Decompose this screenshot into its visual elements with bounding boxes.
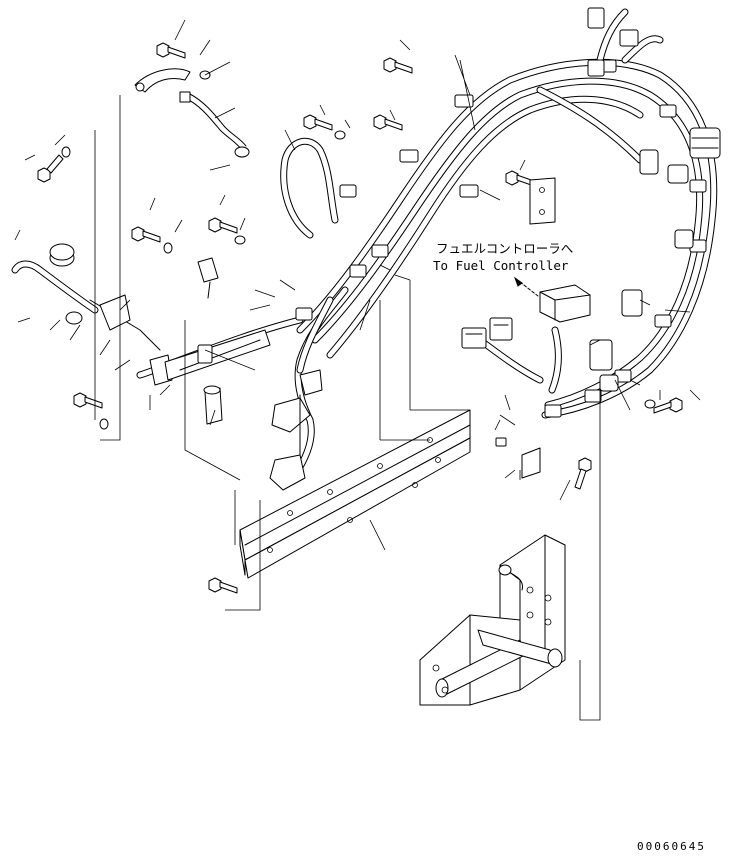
clamp xyxy=(371,244,389,258)
clamp xyxy=(544,404,562,418)
clamp xyxy=(454,94,474,108)
annotation: フュエルコントローラへ To Fuel Controller xyxy=(433,241,573,273)
relay-connectors xyxy=(461,317,513,349)
small-plate xyxy=(529,177,556,225)
washer xyxy=(234,235,246,245)
clamp xyxy=(349,264,367,278)
callout-english: To Fuel Controller xyxy=(433,258,569,273)
bolt xyxy=(208,577,238,594)
bolt xyxy=(303,114,333,131)
bolt xyxy=(574,457,592,490)
ground-strap xyxy=(134,68,250,158)
bolt xyxy=(73,392,103,409)
clamp xyxy=(654,314,672,328)
washer xyxy=(61,146,71,158)
left-harness-parts xyxy=(11,243,271,425)
clamp xyxy=(339,184,357,198)
mounting-rail xyxy=(239,409,471,579)
bolts xyxy=(37,42,683,594)
washer xyxy=(99,418,109,430)
clamp xyxy=(459,184,479,198)
callout-japanese: フュエルコントローラへ xyxy=(436,241,573,256)
bolt xyxy=(505,170,535,187)
drawing-number: 00060645 xyxy=(637,840,706,853)
bolt xyxy=(156,42,186,59)
clamp xyxy=(584,389,602,403)
bolt xyxy=(653,397,683,414)
fuel-controller-connector xyxy=(513,276,591,323)
washer xyxy=(163,242,173,254)
bolt xyxy=(37,154,64,183)
washer xyxy=(334,130,346,140)
lower-connectors xyxy=(269,369,323,491)
small-bracket xyxy=(495,437,541,479)
clamp xyxy=(659,104,677,118)
leader-lines xyxy=(14,19,701,721)
connector-plug xyxy=(197,257,219,299)
bolt xyxy=(383,57,413,74)
bolt xyxy=(373,114,403,131)
washer xyxy=(644,399,656,409)
clamp xyxy=(295,307,313,321)
bolt xyxy=(131,226,161,243)
mounting-bracket xyxy=(419,534,566,706)
clamp xyxy=(399,149,419,163)
clamp xyxy=(689,179,707,193)
top-connectors xyxy=(587,7,721,392)
bolt xyxy=(208,217,238,234)
harness-clamps xyxy=(295,59,707,418)
